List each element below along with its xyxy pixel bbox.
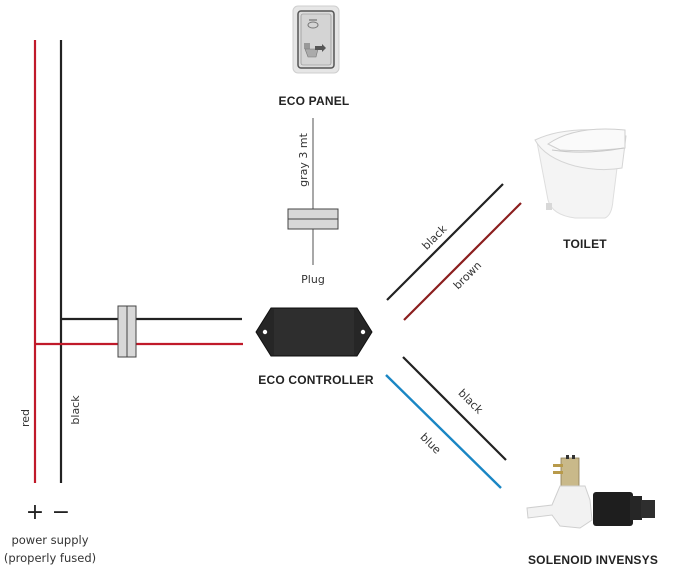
power-supply-label: power supply [11,533,88,547]
red-wire-label: red [19,409,32,427]
eco-controller-title: ECO CONTROLLER [258,373,374,387]
solenoid-title: SOLENOID INVENSYS [528,553,658,567]
minus-symbol: − [52,500,70,525]
power-supply-note: (properly fused) [4,551,96,565]
solenoid-black-wire [402,356,507,461]
toilet-black-label: black [420,222,450,252]
plug-label: Plug [301,273,325,286]
flush-icon [307,19,319,29]
eco-controller-image [255,307,373,357]
black-wire-label: black [69,395,82,425]
toilet-image [534,128,627,219]
toilet-brown-label: brown [451,259,484,292]
toilet-symbol-icon [304,43,326,58]
toilet-title: TOILET [563,237,607,251]
eco-panel-image [292,5,340,74]
solenoid-blue-label: blue [417,431,443,457]
toilet-brown-wire [403,202,522,321]
toilet-black-wire [386,183,504,301]
plus-symbol: + [26,500,44,525]
solenoid-black-label: black [456,387,486,417]
solenoid-image [526,455,655,529]
plug-connector [287,208,339,230]
gray-cable-label: gray 3 mt [297,132,310,186]
inline-connector [117,305,137,358]
solenoid-blue-wire [385,374,502,489]
eco-panel-title: ECO PANEL [279,94,350,108]
